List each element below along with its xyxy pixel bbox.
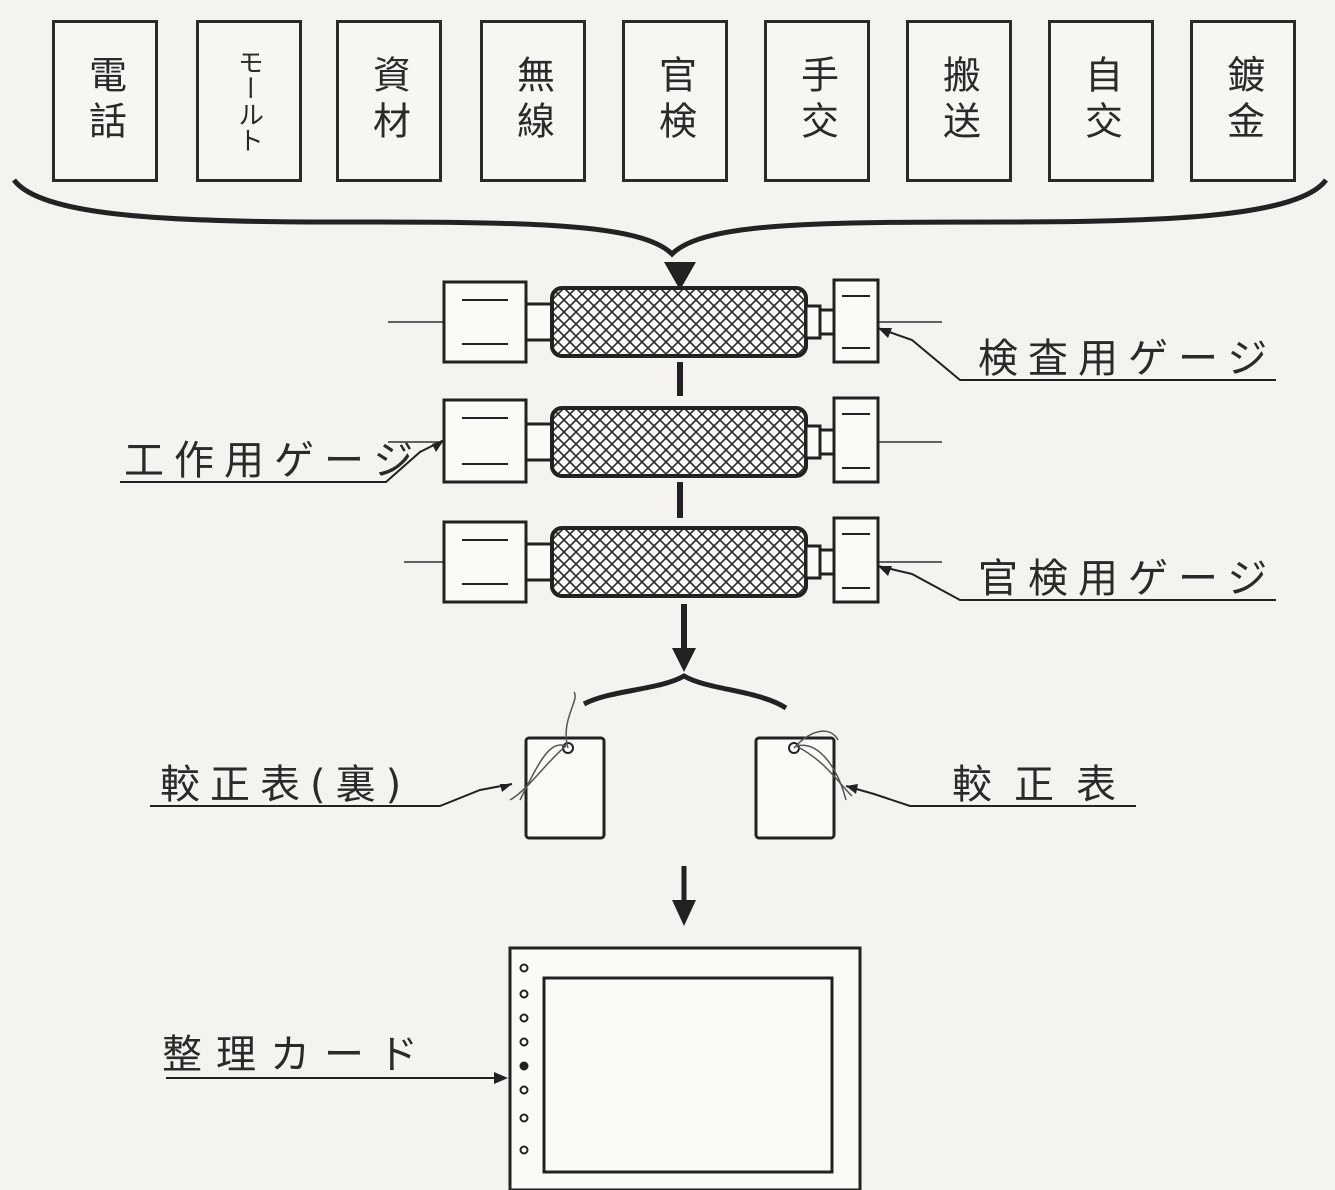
leader-lines — [120, 327, 1276, 1079]
department-label: 手交 — [794, 55, 839, 147]
department-label: モールト — [233, 49, 264, 153]
inspection-gauge — [388, 278, 942, 364]
arrow-down-icon — [672, 648, 696, 672]
official-gauge — [404, 516, 942, 604]
department-label: 自交 — [1078, 55, 1123, 147]
department-label: 電話 — [82, 55, 127, 147]
department-box: 自交 — [1048, 20, 1154, 182]
work-gauge — [388, 396, 942, 484]
department-label: 資材 — [366, 55, 411, 147]
department-box: 官検 — [622, 20, 728, 182]
department-label: 官検 — [652, 55, 697, 147]
inspection-gauge-label: 検査用ゲージ — [978, 336, 1278, 382]
arrow-down-icon — [672, 900, 696, 926]
department-box: 電話 — [52, 20, 158, 182]
merge-brace — [11, 178, 1329, 258]
calibration-back-label: 較正表(裏) — [160, 762, 412, 808]
department-box: 鍍金 — [1190, 20, 1296, 182]
calibration-label: 較正表 — [952, 762, 1138, 808]
department-box: モールト — [196, 20, 302, 182]
department-label: 搬送 — [936, 55, 981, 147]
official-gauge-label: 官検用ゲージ — [978, 556, 1278, 602]
department-label: 鍍金 — [1220, 55, 1265, 147]
work-gauge-label: 工作用ゲージ — [124, 438, 424, 484]
record-card-label: 整理カード — [162, 1032, 432, 1078]
department-box: 資材 — [336, 20, 442, 182]
department-box: 無線 — [480, 20, 586, 182]
calibration-tag — [754, 730, 853, 840]
department-label: 無線 — [510, 55, 555, 147]
record-card — [508, 946, 862, 1190]
department-box: 搬送 — [906, 20, 1012, 182]
split-brace — [582, 673, 788, 711]
arrow-down-icon — [664, 262, 696, 290]
calibration-tag-back — [509, 691, 606, 840]
department-box: 手交 — [764, 20, 870, 182]
